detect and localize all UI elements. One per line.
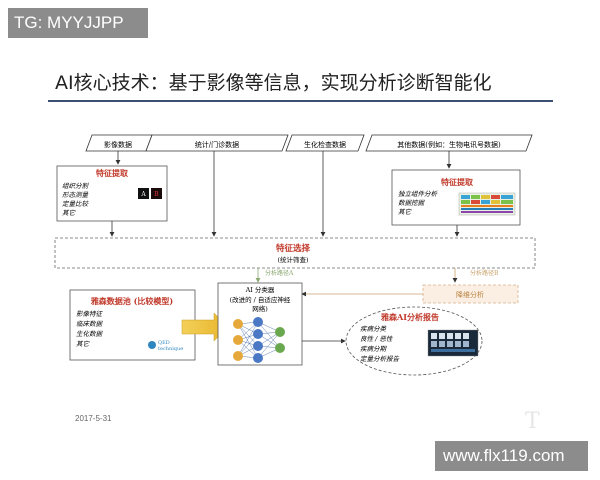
title-underline (48, 100, 553, 102)
right-extract-item: 数据挖掘 (398, 199, 426, 207)
input-stats-label: 统计/门诊数据 (195, 140, 239, 149)
report-item: 疾病分期 (360, 345, 388, 353)
left-feature-extract-box: 特征提取 组织分割 形态测量 定量比较 其它 A B (56, 165, 168, 222)
input-stats: 统计/门诊数据 (145, 134, 289, 152)
scan-thumbnail-a (138, 188, 149, 199)
data-pool-title: 雅森数据池 (比较模型) (91, 296, 174, 306)
input-biochem-label: 生化检查数据 (304, 140, 346, 149)
neural-network-icon (233, 317, 285, 363)
slide-title: AI核心技术：基于影像等信息，实现分析诊断智能化 (55, 72, 492, 94)
classifier-line: (改进的 / 自适应神经 (230, 295, 291, 304)
report-item: 疾病分类 (360, 325, 388, 333)
input-imaging-label: 影像数据 (104, 140, 132, 149)
feature-selection-box: 特征选择 (统计筛查) (54, 237, 536, 269)
path-b-label: 分析路径B (470, 269, 499, 277)
report-item: 定量分析报告 (360, 355, 400, 363)
dim-reduction-label: 降维分析 (456, 290, 484, 299)
classifier-line: 网络) (252, 304, 268, 313)
classifier-title: AI 分类器 (245, 285, 275, 294)
left-extract-item: 形态测量 (62, 191, 90, 199)
scan-thumbnail-a-label: A (140, 191, 146, 198)
data-pool-item: 生化数据 (76, 330, 104, 338)
qed-logo-icon (148, 341, 156, 349)
input-other-label: 其他数据(例如：生物电讯号数据) (397, 140, 501, 149)
faint-logo-icon: T (525, 409, 540, 434)
path-a-label: 分析路径A (265, 269, 294, 277)
data-pool-box: 雅森数据池 (比较模型) 影像特征 临床数据 生化数据 其它 QED techn… (69, 289, 196, 361)
left-extract-title: 特征提取 (96, 168, 128, 178)
right-extract-item: 其它 (398, 208, 413, 216)
feature-selection-subtitle: (统计筛查) (277, 255, 309, 264)
input-biochem: 生化检查数据 (285, 134, 365, 152)
feature-selection-title: 特征选择 (276, 243, 311, 254)
input-imaging: 影像数据 (85, 134, 153, 152)
ai-report-ellipse: 雅森AI分析报告 疾病分类 良性 / 恶性 疾病分期 定量分析报告 (345, 306, 483, 376)
qed-logo-line1: QED (158, 340, 170, 346)
signal-heatmap-thumbnail (458, 192, 516, 216)
right-extract-title: 特征提取 (441, 177, 473, 187)
scan-thumbnail-b (151, 188, 162, 199)
right-feature-extract-box: 特征提取 独立组件分析 数据挖掘 其它 (391, 169, 521, 226)
qed-logo-line2: technique (158, 346, 183, 352)
scan-thumbnail-b-label: B (154, 191, 159, 198)
slide-date: 2017-5-31 (75, 414, 112, 423)
data-pool-item: 其它 (76, 340, 91, 348)
right-extract-item: 独立组件分析 (398, 190, 439, 198)
input-other: 其他数据(例如：生物电讯号数据) (365, 134, 533, 152)
left-extract-item: 其它 (62, 209, 77, 217)
dim-reduction-box: 降维分析 (422, 284, 519, 304)
watermark-top: TG: MYYJJPP (8, 8, 148, 38)
left-extract-item: 定量比较 (62, 200, 90, 208)
data-pool-item: 影像特征 (76, 310, 104, 318)
report-screenshot-thumbnail (427, 329, 479, 357)
data-pool-item: 临床数据 (76, 320, 104, 328)
report-title: 雅森AI分析报告 (381, 312, 439, 322)
report-item: 良性 / 恶性 (360, 335, 394, 343)
left-extract-item: 组织分割 (62, 182, 90, 190)
watermark-bottom: www.flx119.com (435, 441, 588, 471)
